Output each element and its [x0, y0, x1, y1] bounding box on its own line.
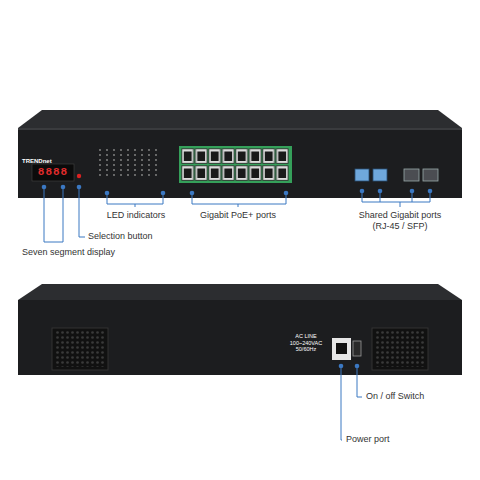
- fan: [52, 328, 108, 370]
- panel-edge: [18, 128, 462, 130]
- top-surface: [18, 110, 462, 128]
- leader-dot: [105, 191, 110, 196]
- leader-dot: [339, 364, 344, 369]
- leader-dots: [339, 364, 360, 369]
- sfp-port: [404, 169, 419, 181]
- leader-line: [362, 191, 430, 207]
- fan-grille: [55, 331, 105, 367]
- callout-label: Shared Gigabit ports (RJ-45 / SFP): [350, 210, 450, 232]
- leader-dot: [355, 364, 360, 369]
- leader-dot: [190, 191, 195, 196]
- rj45-port: [373, 169, 387, 181]
- leader-line: [107, 193, 163, 207]
- leader-dot: [161, 191, 166, 196]
- leader-dot: [360, 189, 365, 194]
- leader-dot: [410, 189, 415, 194]
- leader-dot: [378, 189, 383, 194]
- sfp-port: [423, 169, 438, 181]
- leader-line: [341, 366, 342, 440]
- poe-ports: [181, 148, 289, 182]
- callout-label: Power port: [346, 434, 426, 445]
- top-surface: [18, 284, 462, 300]
- rear-panel: [18, 300, 462, 375]
- led-indicators: [98, 148, 161, 176]
- callout-label: Gigabit PoE+ ports: [188, 210, 288, 221]
- brand-logo: TRENDnet: [22, 158, 62, 165]
- selection-button: [77, 174, 81, 178]
- rj45-port: [355, 169, 369, 181]
- callout-label: Seven segment display: [22, 247, 142, 258]
- rating-text: AC LINE 100~240VAC 50/60Hz: [286, 333, 326, 353]
- leader-dot: [61, 185, 66, 190]
- callout-label: On / off Switch: [366, 391, 456, 402]
- leader-dot: [77, 185, 82, 190]
- power-socket: [332, 338, 351, 360]
- fan: [372, 328, 428, 370]
- seven-segment-display: [32, 164, 74, 181]
- front-panel: [18, 128, 462, 198]
- leader-dot: [428, 189, 433, 194]
- callout-label: Selection button: [88, 231, 178, 242]
- leader-line: [44, 187, 63, 242]
- leader-dot: [284, 191, 289, 196]
- power-socket-inner: [336, 343, 347, 354]
- power-switch: [353, 341, 361, 356]
- leader-lines: [341, 366, 362, 440]
- fan-grille: [375, 331, 425, 367]
- leader-dot: [42, 185, 47, 190]
- leader-line: [357, 366, 362, 397]
- leader-dots: [42, 185, 433, 196]
- poe-port-block: [179, 146, 292, 183]
- display-digits: 8888: [32, 166, 74, 179]
- leader-line: [192, 193, 286, 207]
- callout-label: LED indicators: [100, 210, 172, 221]
- leader-line: [79, 187, 85, 237]
